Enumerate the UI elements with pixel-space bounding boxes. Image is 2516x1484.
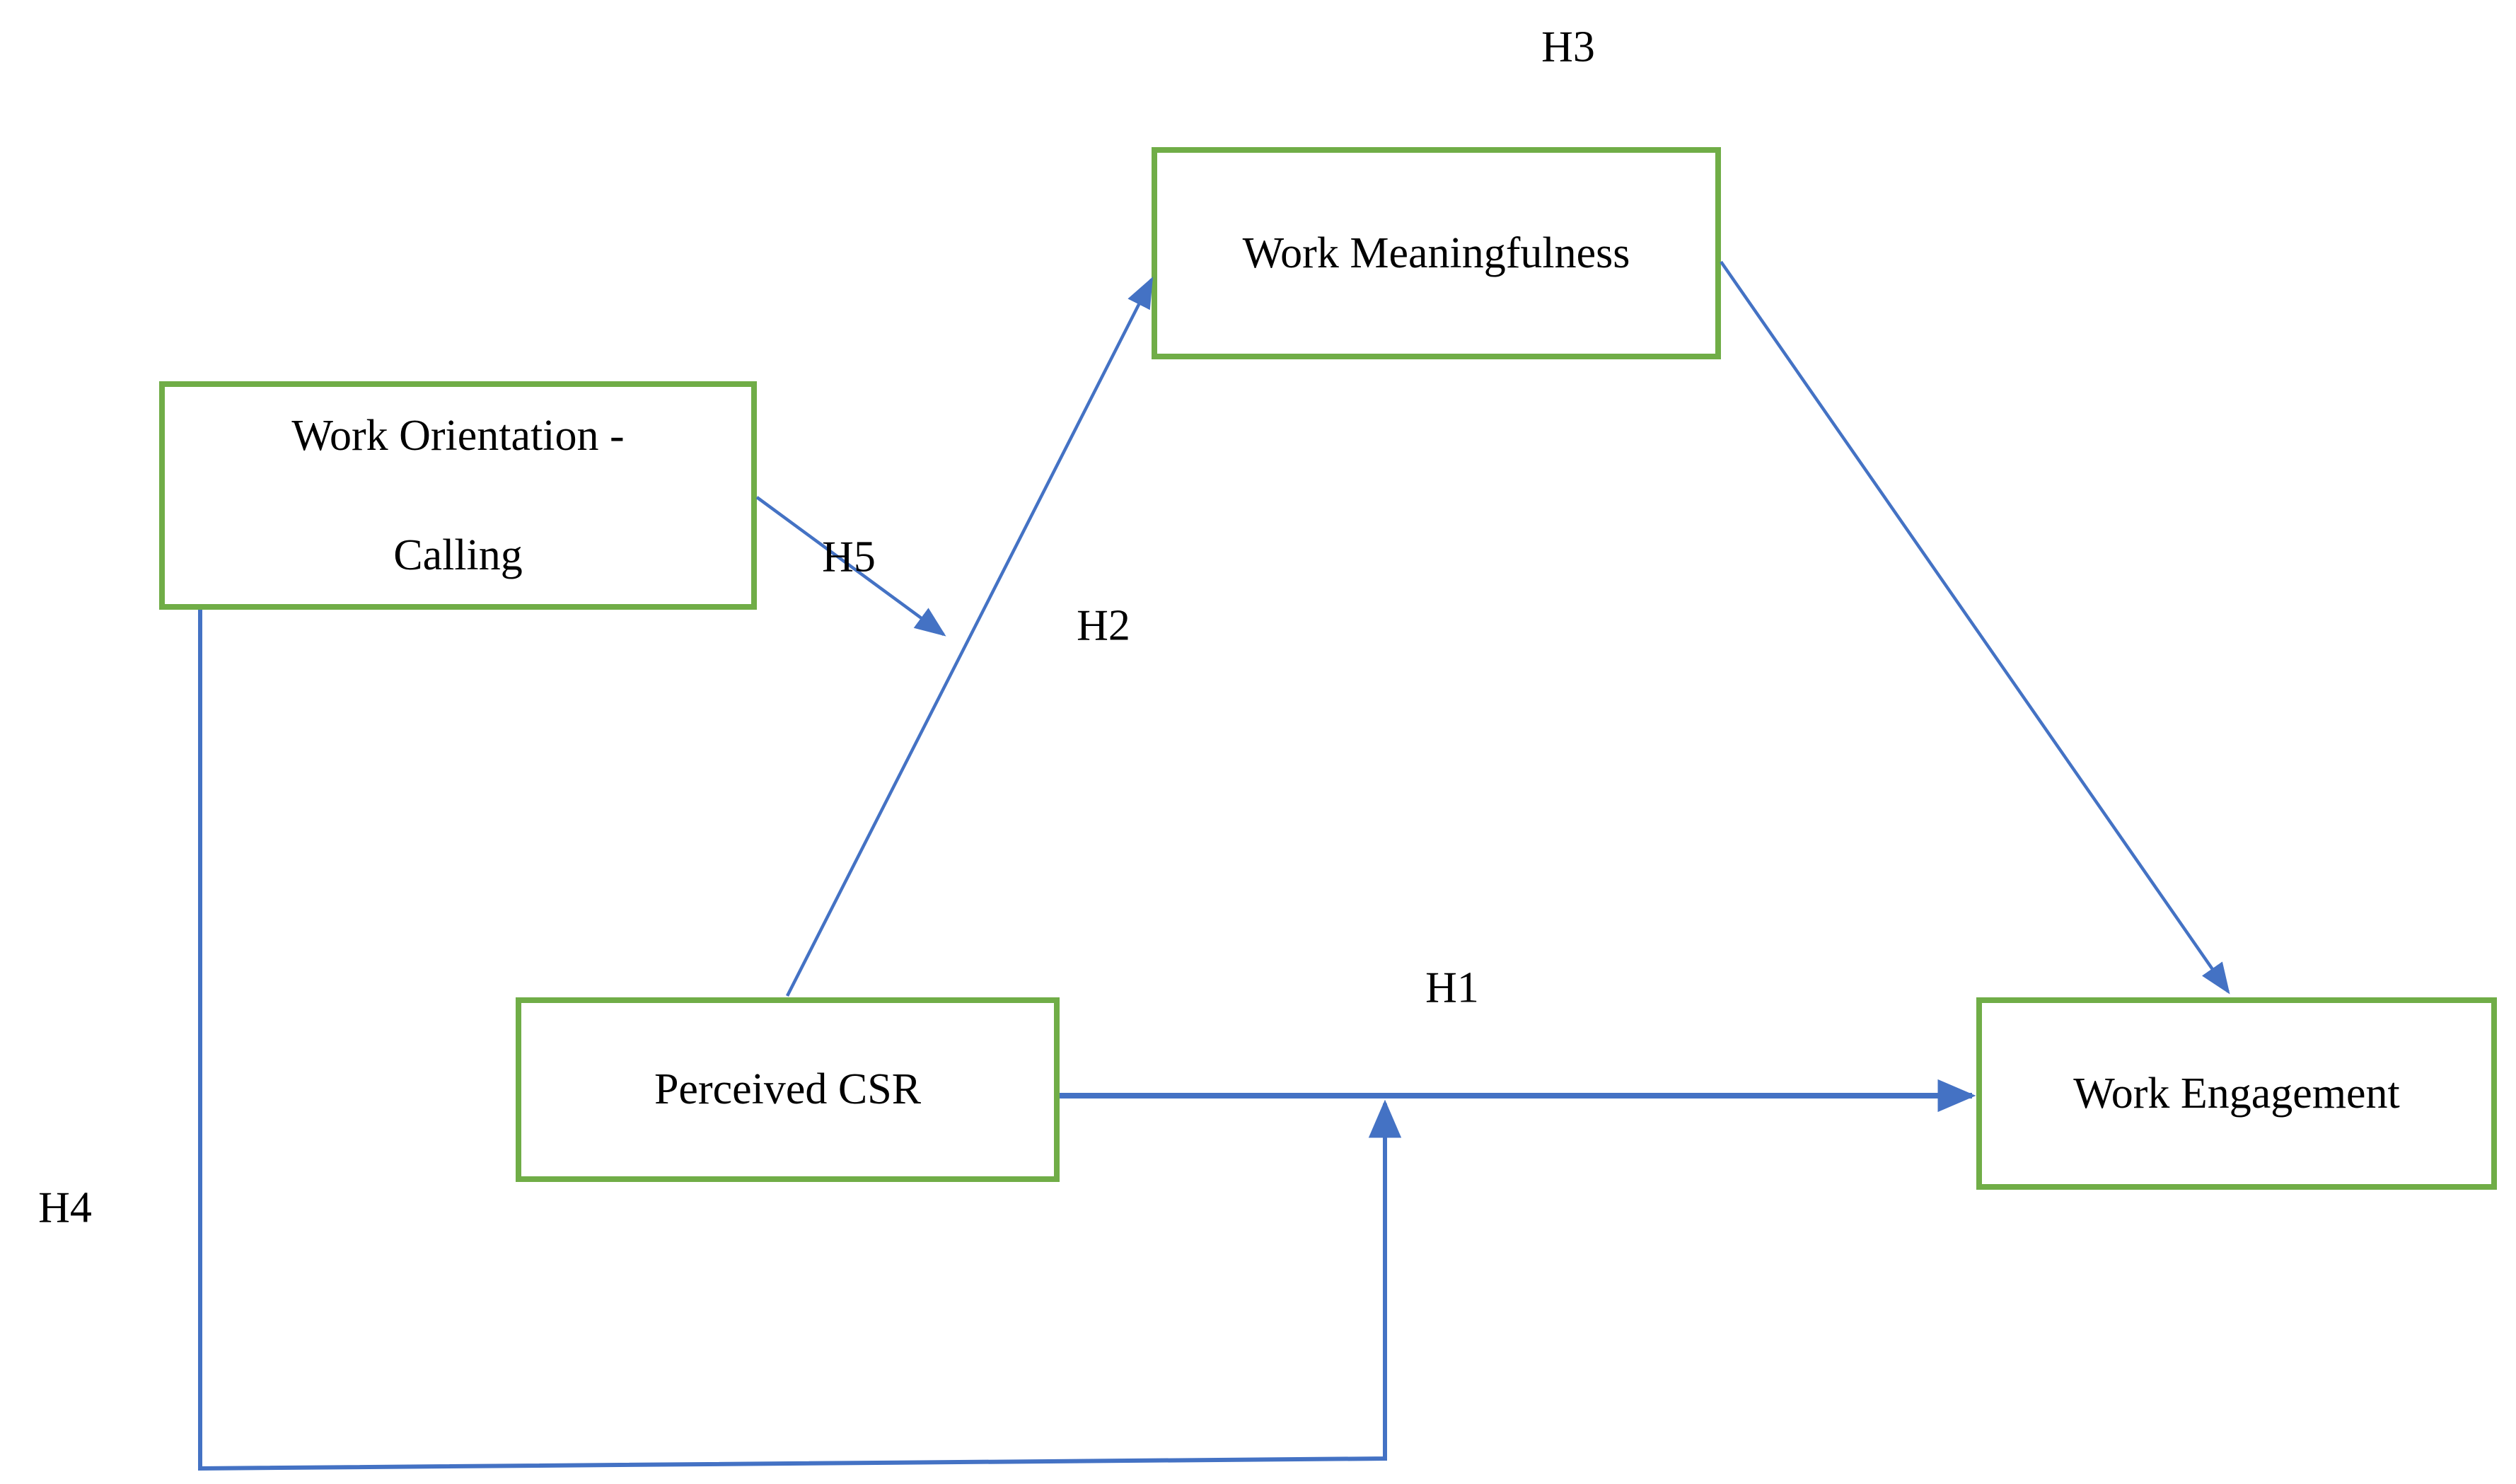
node-work-orientation-calling: Work Orientation - Calling: [159, 381, 757, 610]
hypothesis-label-h1: H1: [1425, 963, 1479, 1012]
node-work-meaningfulness: Work Meaningfulness: [1152, 147, 1721, 359]
hypothesis-label-h5: H5: [822, 533, 876, 581]
hypothesis-label-h3: H3: [1541, 23, 1595, 71]
node-work-engagement: Work Engagement: [1976, 997, 2497, 1190]
node-work-meaningfulness-label: Work Meaningfulness: [1242, 228, 1630, 277]
node-work-engagement-label: Work Engagement: [2073, 1069, 2400, 1118]
hypothesis-label-h2: H2: [1077, 601, 1130, 650]
node-perceived-csr-label: Perceived CSR: [654, 1065, 922, 1114]
node-work-orientation-calling-label-line2: Calling: [393, 531, 523, 579]
hypothesis-label-h4: H4: [38, 1183, 92, 1232]
arrow-h3: [1720, 260, 2230, 995]
node-perceived-csr: Perceived CSR: [516, 997, 1060, 1182]
node-work-orientation-calling-label-line1: Work Orientation -: [291, 412, 625, 460]
